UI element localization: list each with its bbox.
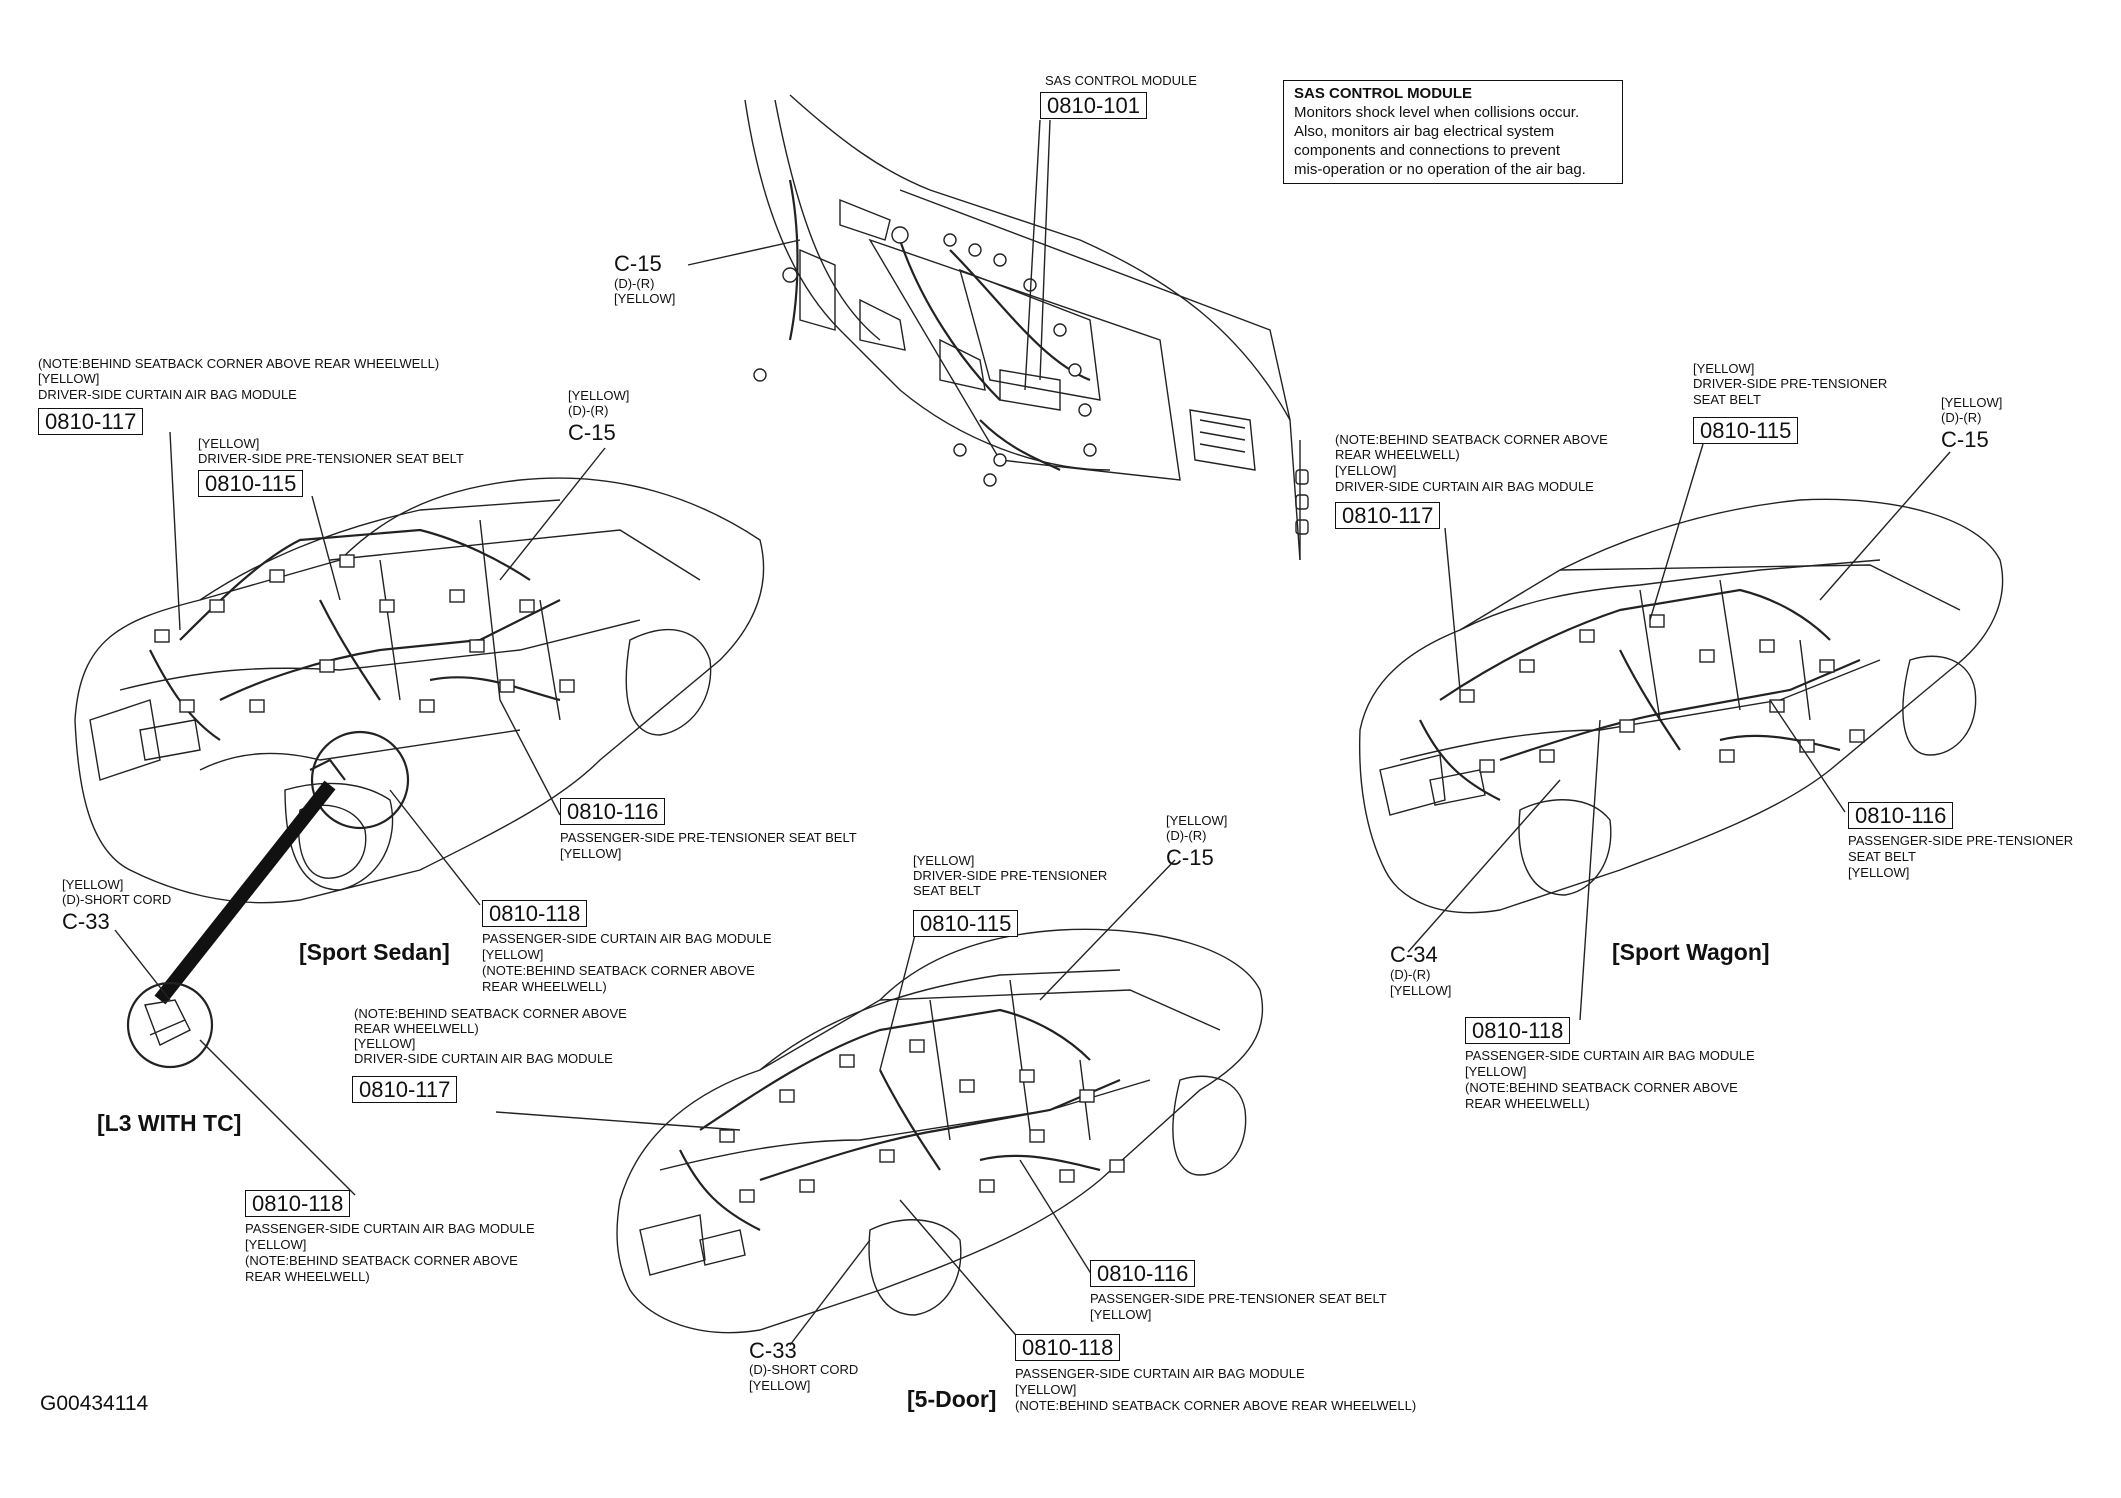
fivedoor-c33-desc: (D)-SHORT CORD xyxy=(749,1362,859,1377)
sas-callout-line1: Monitors shock level when collisions occ… xyxy=(1294,104,1580,122)
l3-118-note-a: (NOTE:BEHIND SEATBACK CORNER ABOVE xyxy=(245,1253,518,1268)
sedan-117-color: [YELLOW] xyxy=(38,371,100,386)
fivedoor-116-desc: PASSENGER-SIDE PRE-TENSIONER SEAT BELT xyxy=(1090,1291,1387,1306)
wagon-115-code-box: 0810-115 xyxy=(1693,417,1799,445)
wagon-117-color: [YELLOW] xyxy=(1335,463,1397,478)
fivedoor-115-desc-a: DRIVER-SIDE PRE-TENSIONER xyxy=(913,868,1108,883)
top-c15-label: C-15 xyxy=(614,251,662,276)
sedan-115-desc: DRIVER-SIDE PRE-TENSIONER SEAT BELT xyxy=(198,451,464,466)
wagon-118-code-box: 0810-118 xyxy=(1465,1017,1571,1045)
fivedoor-c15-color: [YELLOW] xyxy=(1166,813,1228,828)
fivedoor-117-color: [YELLOW] xyxy=(354,1036,416,1051)
l3-c33-desc: (D)-SHORT CORD xyxy=(62,892,172,907)
wagon-116-color: [YELLOW] xyxy=(1848,865,1910,880)
fivedoor-117-note-b: REAR WHEELWELL) xyxy=(354,1021,479,1036)
wagon-117-note-a: (NOTE:BEHIND SEATBACK CORNER ABOVE xyxy=(1335,432,1608,447)
wagon-c15-label: C-15 xyxy=(1941,427,1989,452)
fivedoor-118-note: (NOTE:BEHIND SEATBACK CORNER ABOVE REAR … xyxy=(1015,1398,1417,1413)
l3-118-note-b: REAR WHEELWELL) xyxy=(245,1269,370,1284)
sas-callout-title: SAS CONTROL MODULE xyxy=(1294,85,1473,102)
sedan-118-note-b: REAR WHEELWELL) xyxy=(482,979,607,994)
l3-c33-color: [YELLOW] xyxy=(62,877,124,892)
fivedoor-title: [5-Door] xyxy=(907,1386,997,1412)
sas-callout-box: SAS CONTROL MODULE Monitors shock level … xyxy=(1283,80,1623,184)
fivedoor-115-code-box: 0810-115 xyxy=(913,910,1019,938)
fivedoor-118-color: [YELLOW] xyxy=(1015,1382,1077,1397)
sas-code-box: 0810-101 xyxy=(1040,92,1147,120)
sedan-c15-dr: (D)-(R) xyxy=(568,403,609,418)
wagon-115-color: [YELLOW] xyxy=(1693,361,1755,376)
sedan-117-code-box: 0810-117 xyxy=(38,408,144,436)
sas-callout-line4: mis-operation or no operation of the air… xyxy=(1294,161,1586,179)
fivedoor-116-color: [YELLOW] xyxy=(1090,1307,1152,1322)
wagon-117-note-b: REAR WHEELWELL) xyxy=(1335,447,1460,462)
sedan-116-desc: PASSENGER-SIDE PRE-TENSIONER SEAT BELT xyxy=(560,830,857,845)
wagon-c34-label: C-34 xyxy=(1390,942,1438,967)
wagon-116-desc-b: SEAT BELT xyxy=(1848,849,1916,864)
wagon-117-desc: DRIVER-SIDE CURTAIN AIR BAG MODULE xyxy=(1335,479,1594,494)
l3-c33-label: C-33 xyxy=(62,909,110,934)
fivedoor-115-color: [YELLOW] xyxy=(913,853,975,868)
sedan-118-note-a: (NOTE:BEHIND SEATBACK CORNER ABOVE xyxy=(482,963,755,978)
sedan-117-desc: DRIVER-SIDE CURTAIN AIR BAG MODULE xyxy=(38,387,297,402)
five-door-illustration xyxy=(616,928,1264,1334)
wagon-115-desc-a: DRIVER-SIDE PRE-TENSIONER xyxy=(1693,376,1888,391)
fivedoor-118-code-box: 0810-118 xyxy=(1015,1334,1121,1362)
wagon-c34-dr: (D)-(R) xyxy=(1390,967,1431,982)
sas-callout-line3: components and connections to prevent xyxy=(1294,142,1561,160)
sedan-118-code-box: 0810-118 xyxy=(482,900,588,928)
sport-sedan-illustration xyxy=(74,477,765,1069)
fivedoor-116-code-box: 0810-116 xyxy=(1090,1260,1196,1288)
sedan-118-color: [YELLOW] xyxy=(482,947,544,962)
wagon-c15-dr: (D)-(R) xyxy=(1941,410,1982,425)
fivedoor-115-desc-b: SEAT BELT xyxy=(913,883,981,898)
l3-118-code-box: 0810-118 xyxy=(245,1190,351,1218)
wagon-116-desc-a: PASSENGER-SIDE PRE-TENSIONER xyxy=(1848,833,2074,848)
wagon-117-code-box: 0810-117 xyxy=(1335,502,1441,530)
sedan-116-code-box: 0810-116 xyxy=(560,798,666,826)
wagon-title: [Sport Wagon] xyxy=(1612,939,1770,965)
sedan-c15-label: C-15 xyxy=(568,420,616,445)
sedan-117-note: (NOTE:BEHIND SEATBACK CORNER ABOVE REAR … xyxy=(38,356,440,371)
fivedoor-117-code-box: 0810-117 xyxy=(352,1076,458,1104)
sport-wagon-illustration xyxy=(1359,498,2004,914)
fivedoor-c33-label: C-33 xyxy=(749,1338,797,1363)
dashboard-illustration xyxy=(744,94,1309,561)
l3-title: [L3 WITH TC] xyxy=(97,1110,242,1136)
leader-lines xyxy=(114,119,1951,1346)
wagon-c34-color: [YELLOW] xyxy=(1390,983,1452,998)
wagon-116-code-box: 0810-116 xyxy=(1848,802,1954,830)
sedan-115-color: [YELLOW] xyxy=(198,436,260,451)
sedan-title: [Sport Sedan] xyxy=(299,939,450,965)
wagon-118-note-b: REAR WHEELWELL) xyxy=(1465,1096,1590,1111)
wagon-118-note-a: (NOTE:BEHIND SEATBACK CORNER ABOVE xyxy=(1465,1080,1738,1095)
l3-118-desc: PASSENGER-SIDE CURTAIN AIR BAG MODULE xyxy=(245,1221,535,1236)
wagon-c15-color: [YELLOW] xyxy=(1941,395,2003,410)
sedan-116-color: [YELLOW] xyxy=(560,846,622,861)
wagon-118-desc: PASSENGER-SIDE CURTAIN AIR BAG MODULE xyxy=(1465,1048,1755,1063)
figure-code: G00434114 xyxy=(40,1392,149,1415)
fivedoor-117-desc: DRIVER-SIDE CURTAIN AIR BAG MODULE xyxy=(354,1051,613,1066)
fivedoor-c33-color: [YELLOW] xyxy=(749,1378,811,1393)
wagon-118-color: [YELLOW] xyxy=(1465,1064,1527,1079)
top-c15-dr: (D)-(R) xyxy=(614,276,655,291)
sedan-118-desc: PASSENGER-SIDE CURTAIN AIR BAG MODULE xyxy=(482,931,772,946)
fivedoor-c15-dr: (D)-(R) xyxy=(1166,828,1207,843)
sas-callout-line2: Also, monitors air bag electrical system xyxy=(1294,123,1555,141)
fivedoor-c15-label: C-15 xyxy=(1166,845,1214,870)
top-c15-color: [YELLOW] xyxy=(614,291,676,306)
sedan-c15-color: [YELLOW] xyxy=(568,388,630,403)
wagon-115-desc-b: SEAT BELT xyxy=(1693,392,1761,407)
fivedoor-117-note-a: (NOTE:BEHIND SEATBACK CORNER ABOVE xyxy=(354,1006,627,1021)
sedan-115-code-box: 0810-115 xyxy=(198,470,304,498)
fivedoor-118-desc: PASSENGER-SIDE CURTAIN AIR BAG MODULE xyxy=(1015,1366,1305,1381)
sas-module-label: SAS CONTROL MODULE xyxy=(1045,73,1197,88)
l3-118-color: [YELLOW] xyxy=(245,1237,307,1252)
